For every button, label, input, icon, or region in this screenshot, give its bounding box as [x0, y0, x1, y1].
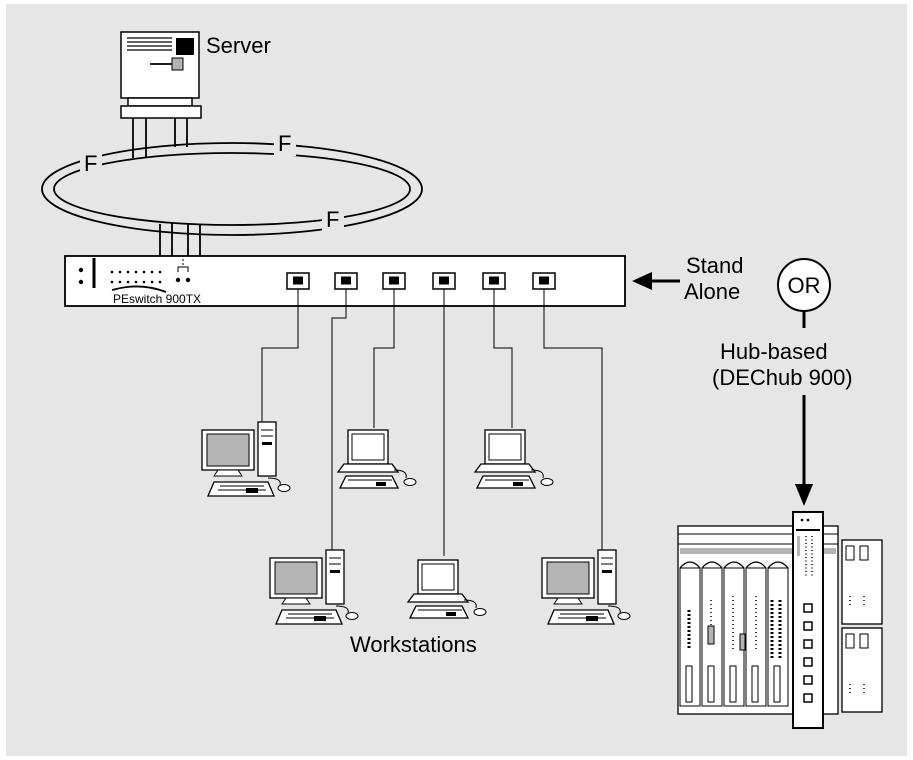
switch-uplink-cables [159, 222, 201, 256]
server-cables [132, 118, 188, 158]
f-left-backdrop [80, 154, 102, 176]
switch-port-4 [432, 272, 456, 290]
server-icon [120, 31, 202, 119]
switch-port-5 [482, 272, 506, 290]
switch-port-1 [286, 272, 310, 290]
dechub-900-chassis [677, 525, 883, 715]
fddi-ring [41, 142, 423, 236]
hub-arrowhead [795, 484, 813, 506]
peswitch-hub-module [792, 511, 824, 729]
or-circle [777, 258, 831, 312]
switch-port-3 [382, 272, 406, 290]
fddi-label-left: F [84, 151, 97, 176]
workstations-label: Workstations [350, 632, 477, 657]
server-label: Server [206, 33, 271, 58]
hub-based-label: Hub-based [720, 339, 828, 364]
fddi-label-top: F [278, 131, 291, 156]
switch-name-label: PEswitch 900TX [113, 292, 201, 306]
or-label: OR [788, 273, 821, 298]
fddi-label-bottom: F [326, 207, 339, 232]
stand-alone-arrowhead [632, 272, 652, 290]
workstation-cables [261, 289, 603, 556]
dechub-label: (DEChub 900) [712, 365, 853, 390]
switch-port-6 [532, 272, 556, 290]
alone-label: Alone [684, 279, 740, 304]
stand-label: Stand [686, 253, 744, 278]
f-top-backdrop [274, 134, 296, 156]
f-bottom-backdrop [322, 210, 344, 232]
switch-port-2 [334, 272, 358, 290]
